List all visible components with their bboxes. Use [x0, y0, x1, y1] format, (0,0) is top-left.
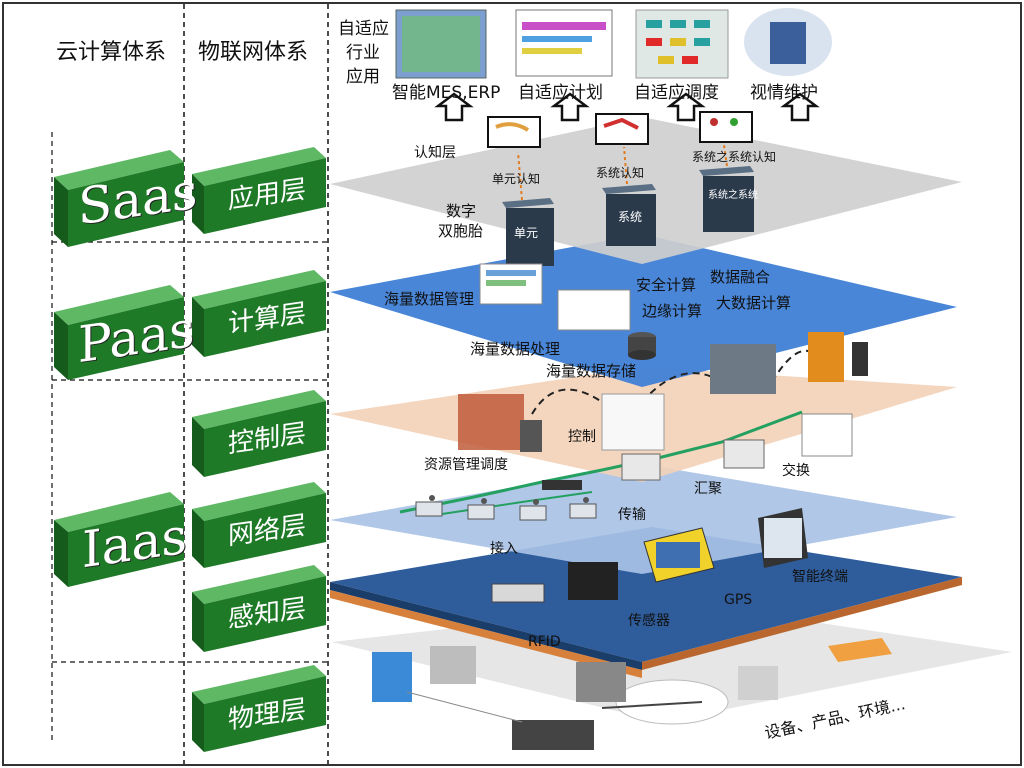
unit-block	[502, 198, 554, 266]
conveyor	[512, 720, 594, 750]
control-label: 控制	[568, 429, 596, 445]
aggregate-label: 汇聚	[694, 481, 722, 497]
link-arc-1	[531, 388, 603, 415]
big-data-compute-label: 大数据计算	[716, 294, 792, 312]
compute-layer-badge	[192, 270, 326, 357]
machine-image	[710, 344, 776, 394]
adaptive-plan-title: 自适应计划	[518, 83, 603, 103]
sensor-label: 传感器	[628, 613, 670, 629]
workstation	[801, 413, 853, 457]
adaptive-app-line3: 应用	[346, 67, 380, 87]
resource-equipment	[458, 394, 524, 450]
saas-badge	[54, 150, 184, 247]
server-rack	[576, 662, 626, 702]
rfid-label: RFID	[528, 634, 561, 650]
up-arrow-1	[434, 92, 474, 122]
control-chart	[601, 393, 665, 451]
sos-block	[699, 166, 754, 232]
server-box	[520, 420, 542, 452]
sos-block-label: 系统之系统	[708, 190, 758, 201]
iaas-badge	[54, 492, 184, 587]
sos-cognition-label: 系统之系统认知	[692, 150, 777, 164]
system-block-label: 系统	[618, 210, 643, 224]
sensor-node-3	[519, 499, 547, 521]
aggregate-pc	[621, 453, 661, 481]
up-arrow-4	[780, 92, 820, 122]
adaptive-schedule-title: 自适应调度	[634, 83, 719, 103]
unit-block-label: 单元	[514, 226, 539, 240]
transmit-label: 传输	[618, 507, 646, 523]
unit-cognition-label: 单元认知	[492, 172, 541, 186]
wifi-device	[852, 342, 868, 376]
adaptive-app-line2: 行业	[346, 43, 380, 63]
edge-compute-label: 边缘计算	[642, 302, 703, 320]
monitor-icon-1	[487, 116, 541, 148]
access-label: 接入	[490, 541, 518, 557]
storage-icon	[628, 332, 656, 360]
paas-badge	[54, 285, 184, 380]
mass-data-store-label: 海量数据存储	[546, 362, 637, 380]
plan-screenshot	[515, 9, 613, 77]
cloud-shape	[615, 679, 729, 725]
machine-box	[430, 646, 476, 684]
sensor-camera	[568, 562, 618, 600]
rfid-reader	[491, 583, 545, 603]
package-box	[828, 638, 892, 662]
cloud-column-header: 云计算体系	[56, 40, 167, 65]
network-link	[399, 410, 803, 514]
arrow-unit	[517, 151, 523, 201]
data-proc-thumb	[557, 289, 631, 331]
cognition-layer-label: 认知层	[414, 145, 456, 161]
up-arrow-3	[666, 92, 706, 122]
sensing-plane	[330, 527, 962, 678]
arrow-system	[623, 146, 628, 185]
control-layer-badge	[192, 390, 326, 477]
monitor-icon-3	[699, 111, 753, 143]
system-cognition-label: 系统认知	[596, 166, 645, 180]
sensor-node-4	[569, 497, 597, 519]
device-box	[738, 666, 778, 700]
mes-erp-title: 智能MES,ERP	[392, 83, 501, 103]
exchange-pc	[723, 439, 765, 469]
robot-arm	[808, 332, 844, 382]
monitor-icon-2	[595, 113, 649, 145]
digital-twin-line1: 数字	[446, 202, 477, 220]
product-figure	[372, 652, 412, 702]
condition-maintenance-title: 视情维护	[750, 83, 818, 103]
mass-data-mgmt-label: 海量数据管理	[384, 290, 475, 308]
secure-compute-label: 安全计算	[636, 276, 697, 294]
iot-column-header: 物联网体系	[198, 40, 309, 65]
network-layer-badge	[192, 482, 326, 568]
sensor-node-1	[415, 495, 443, 517]
sensor-node-2	[467, 498, 495, 520]
smart-terminal-label: 智能终端	[792, 569, 848, 585]
exchange-label: 交换	[782, 463, 810, 479]
network-plane	[330, 464, 957, 574]
app-layer-badge	[192, 147, 326, 234]
adaptive-app-line1: 自适应	[338, 19, 389, 39]
digital-twin-line2: 双胞胎	[438, 222, 484, 240]
link-arc-2	[641, 372, 723, 403]
system-block	[602, 184, 656, 246]
up-arrow-2	[550, 92, 590, 122]
switch-device	[542, 480, 582, 490]
sensing-layer-badge	[192, 565, 326, 652]
physical-layer-badge	[192, 665, 326, 752]
resource-sched-label: 资源管理调度	[424, 457, 508, 473]
data-fusion-label: 数据融合	[710, 268, 771, 286]
gps-label: GPS	[724, 592, 753, 608]
mass-data-proc-label: 海量数据处理	[470, 340, 561, 358]
